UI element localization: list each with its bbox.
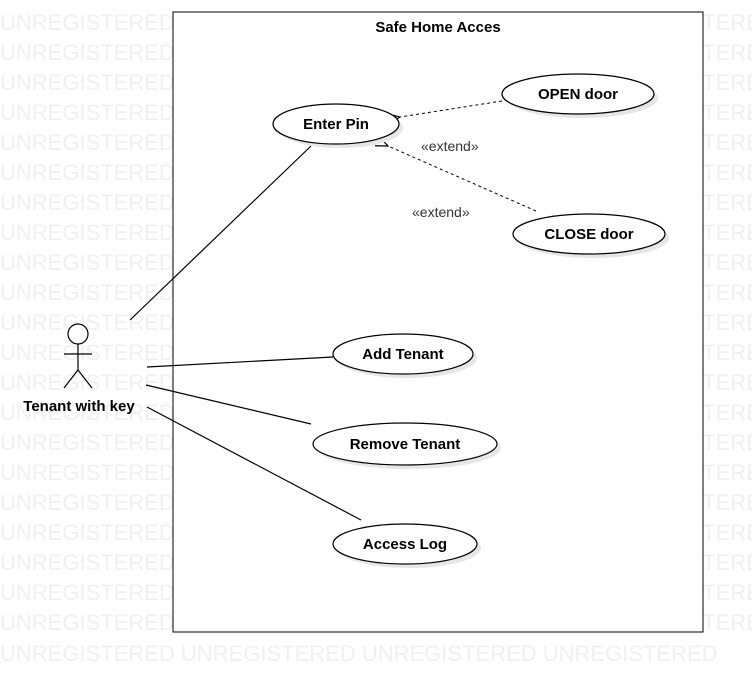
watermark-text: UNREGISTERED <box>0 550 175 575</box>
association-enter-pin[interactable] <box>129 145 312 321</box>
watermark-text: UNREGISTERED <box>0 520 175 545</box>
use-case-access-log[interactable]: Access Log <box>332 523 481 568</box>
watermark-text: UNREGISTERED <box>0 610 175 635</box>
use-case-remove-tenant[interactable]: Remove Tenant <box>312 422 501 469</box>
watermark-text: UNREGISTERED <box>0 220 175 245</box>
use-case-label: Add Tenant <box>362 346 443 363</box>
use-case-open-door[interactable]: OPEN door <box>501 73 658 118</box>
watermark-text: UNREGISTERED <box>0 190 175 215</box>
use-case-label: Enter Pin <box>303 116 369 133</box>
watermark-text: UNREGISTERED <box>0 40 175 65</box>
actor-label: Tenant with key <box>23 398 135 415</box>
use-case-label: CLOSE door <box>544 226 633 243</box>
system-title: Safe Home Acces <box>375 19 500 36</box>
watermark-text: UNREGISTERED <box>0 430 175 455</box>
use-case-shape[interactable] <box>332 333 474 375</box>
watermark-bottom-text: UNREGISTERED UNREGISTERED UNREGISTERED U… <box>0 641 718 666</box>
association-add-tenant[interactable] <box>146 356 334 368</box>
extend-open-door[interactable] <box>400 100 503 117</box>
watermark-text: UNREGISTERED <box>0 340 175 365</box>
association-access-log[interactable] <box>146 406 362 521</box>
use-case-enter-pin[interactable]: Enter Pin <box>272 103 403 148</box>
use-case-close-door[interactable]: CLOSE door <box>512 213 669 258</box>
use-case-shape[interactable] <box>512 213 666 255</box>
watermark-text: UNREGISTERED <box>0 70 175 95</box>
use-case-label: OPEN door <box>538 86 618 103</box>
use-case-label: Access Log <box>363 536 447 553</box>
extend-close-label: «extend» <box>412 204 470 220</box>
watermark-text: UNREGISTERED <box>0 250 175 275</box>
watermark-text: UNREGISTERED <box>0 100 175 125</box>
use-case-shape[interactable] <box>501 73 655 115</box>
extend-close-door[interactable] <box>388 146 537 212</box>
use-case-add-tenant[interactable]: Add Tenant <box>332 333 477 378</box>
association-remove-tenant[interactable] <box>145 384 312 425</box>
use-case-shape[interactable] <box>332 523 478 565</box>
watermark-text: UNREGISTERED <box>0 280 175 305</box>
watermark-text: UNREGISTERED <box>0 580 175 605</box>
use-case-label: Remove Tenant <box>350 436 461 453</box>
use-case-shape[interactable] <box>272 103 400 145</box>
watermark-text: UNREGISTERED <box>0 10 175 35</box>
actor-tenant-with-key[interactable]: Tenant with key <box>23 323 135 415</box>
watermark-text: UNREGISTERED <box>0 160 175 185</box>
watermark-text: UNREGISTERED <box>0 490 175 515</box>
watermark-text: UNREGISTERED <box>0 460 175 485</box>
watermark-text: UNREGISTERED <box>0 130 175 155</box>
use-case-shape[interactable] <box>312 422 498 466</box>
extend-open-label: «extend» <box>421 138 479 154</box>
stick-figure-icon <box>63 323 93 389</box>
watermark-text: UNREGISTERED <box>0 400 175 425</box>
